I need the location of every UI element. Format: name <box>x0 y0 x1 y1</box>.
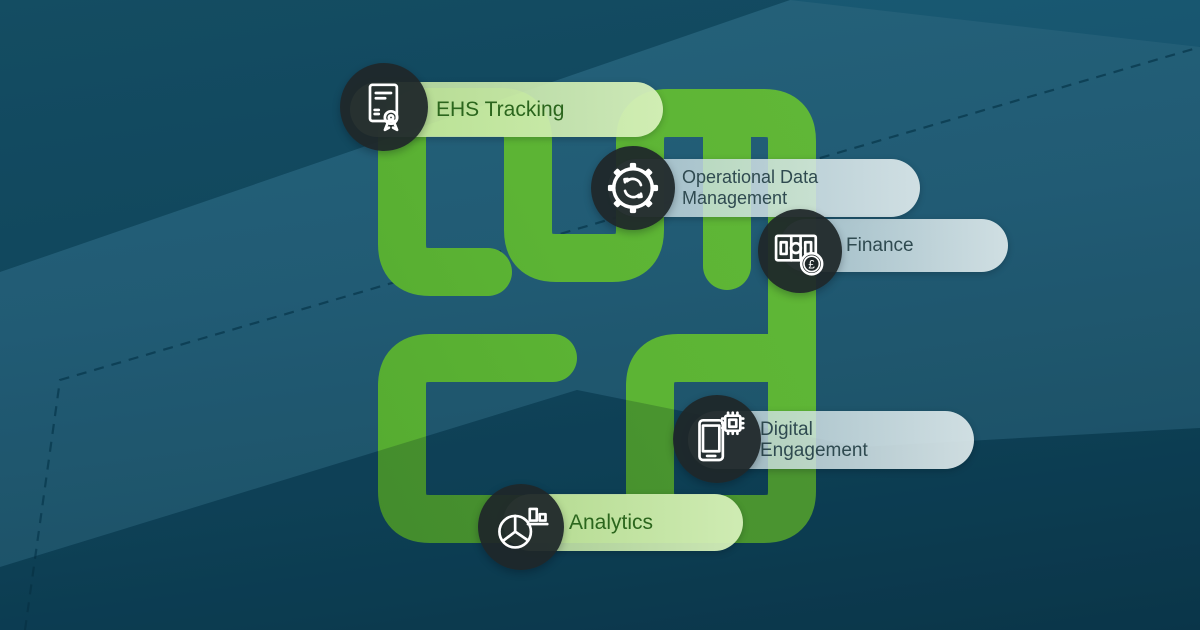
finance-icon-disc: £ <box>758 209 842 293</box>
pie-bar-chart-icon <box>498 507 549 549</box>
analytics-label: Analytics <box>569 510 654 534</box>
gear-sync-icon <box>607 162 659 214</box>
banknote-pound-icon: £ <box>774 234 824 276</box>
digital-icon-disc <box>673 395 761 483</box>
analytics-icon-disc <box>478 484 564 570</box>
digital-label-line1: Digital <box>760 419 813 440</box>
ehs-tracking-label: EHS Tracking <box>436 97 565 121</box>
odm-label-line2: Management <box>682 188 788 208</box>
ehs-icon-disc <box>340 63 428 151</box>
odm-icon-disc <box>591 146 675 230</box>
odm-label-line1: Operational Data <box>682 167 819 187</box>
digital-label-line2: Engagement <box>760 440 868 461</box>
phone-chip-icon <box>698 411 745 462</box>
finance-label: Finance <box>846 234 914 256</box>
pound-symbol: £ <box>808 259 815 272</box>
certificate-icon <box>368 83 399 132</box>
